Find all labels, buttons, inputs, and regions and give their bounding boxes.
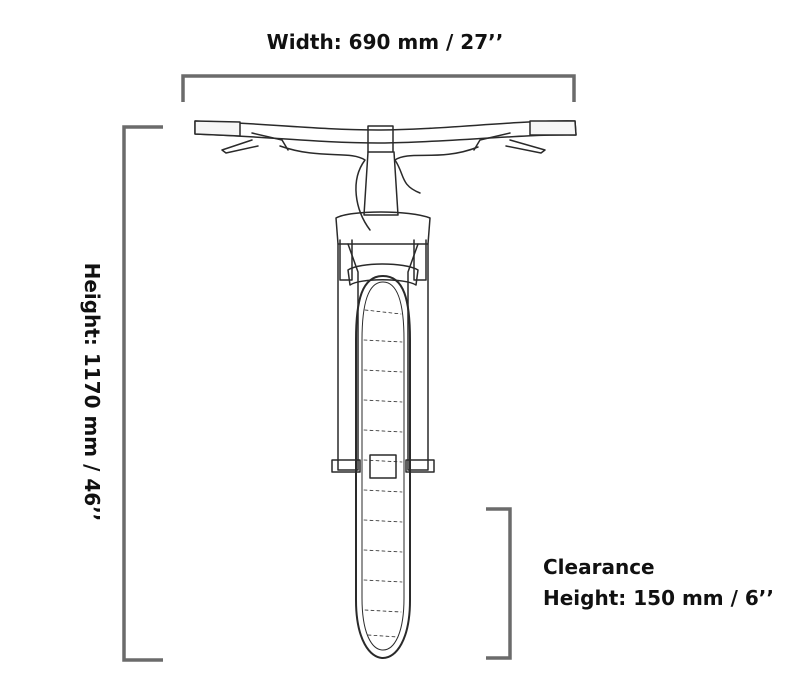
clearance-label-line2: Height: 150 mm / 6’’ — [543, 586, 774, 610]
brake-cable-left — [279, 145, 371, 231]
fork-crown — [335, 211, 431, 245]
clearance-label-line1: Clearance — [543, 555, 655, 579]
left-grip — [194, 120, 241, 137]
clearance-bracket — [486, 507, 512, 660]
left-dropout — [331, 459, 361, 473]
left-stanchion-upper — [339, 239, 353, 281]
right-stanchion-upper — [413, 239, 427, 281]
stem — [367, 125, 394, 153]
bicycle-front-view-drawing — [194, 120, 577, 659]
right-fork-leg — [407, 243, 429, 471]
fork-arch — [347, 263, 419, 286]
tire-tread — [363, 309, 403, 638]
height-dimension-label: Height: 1170 mm / 46’’ — [80, 262, 104, 522]
left-fork-leg — [337, 243, 359, 471]
brake-cable-right — [394, 146, 479, 194]
hub — [369, 454, 397, 479]
front-tire — [355, 275, 411, 659]
width-dimension-label: Width: 690 mm / 27’’ — [266, 30, 504, 54]
tire-inner — [361, 281, 405, 651]
head-tube — [363, 151, 399, 216]
right-brake-lever — [473, 132, 546, 154]
height-bracket — [122, 125, 163, 662]
right-grip — [529, 120, 577, 136]
right-dropout — [405, 459, 435, 473]
width-bracket — [181, 74, 576, 102]
left-brake-lever — [221, 132, 289, 154]
